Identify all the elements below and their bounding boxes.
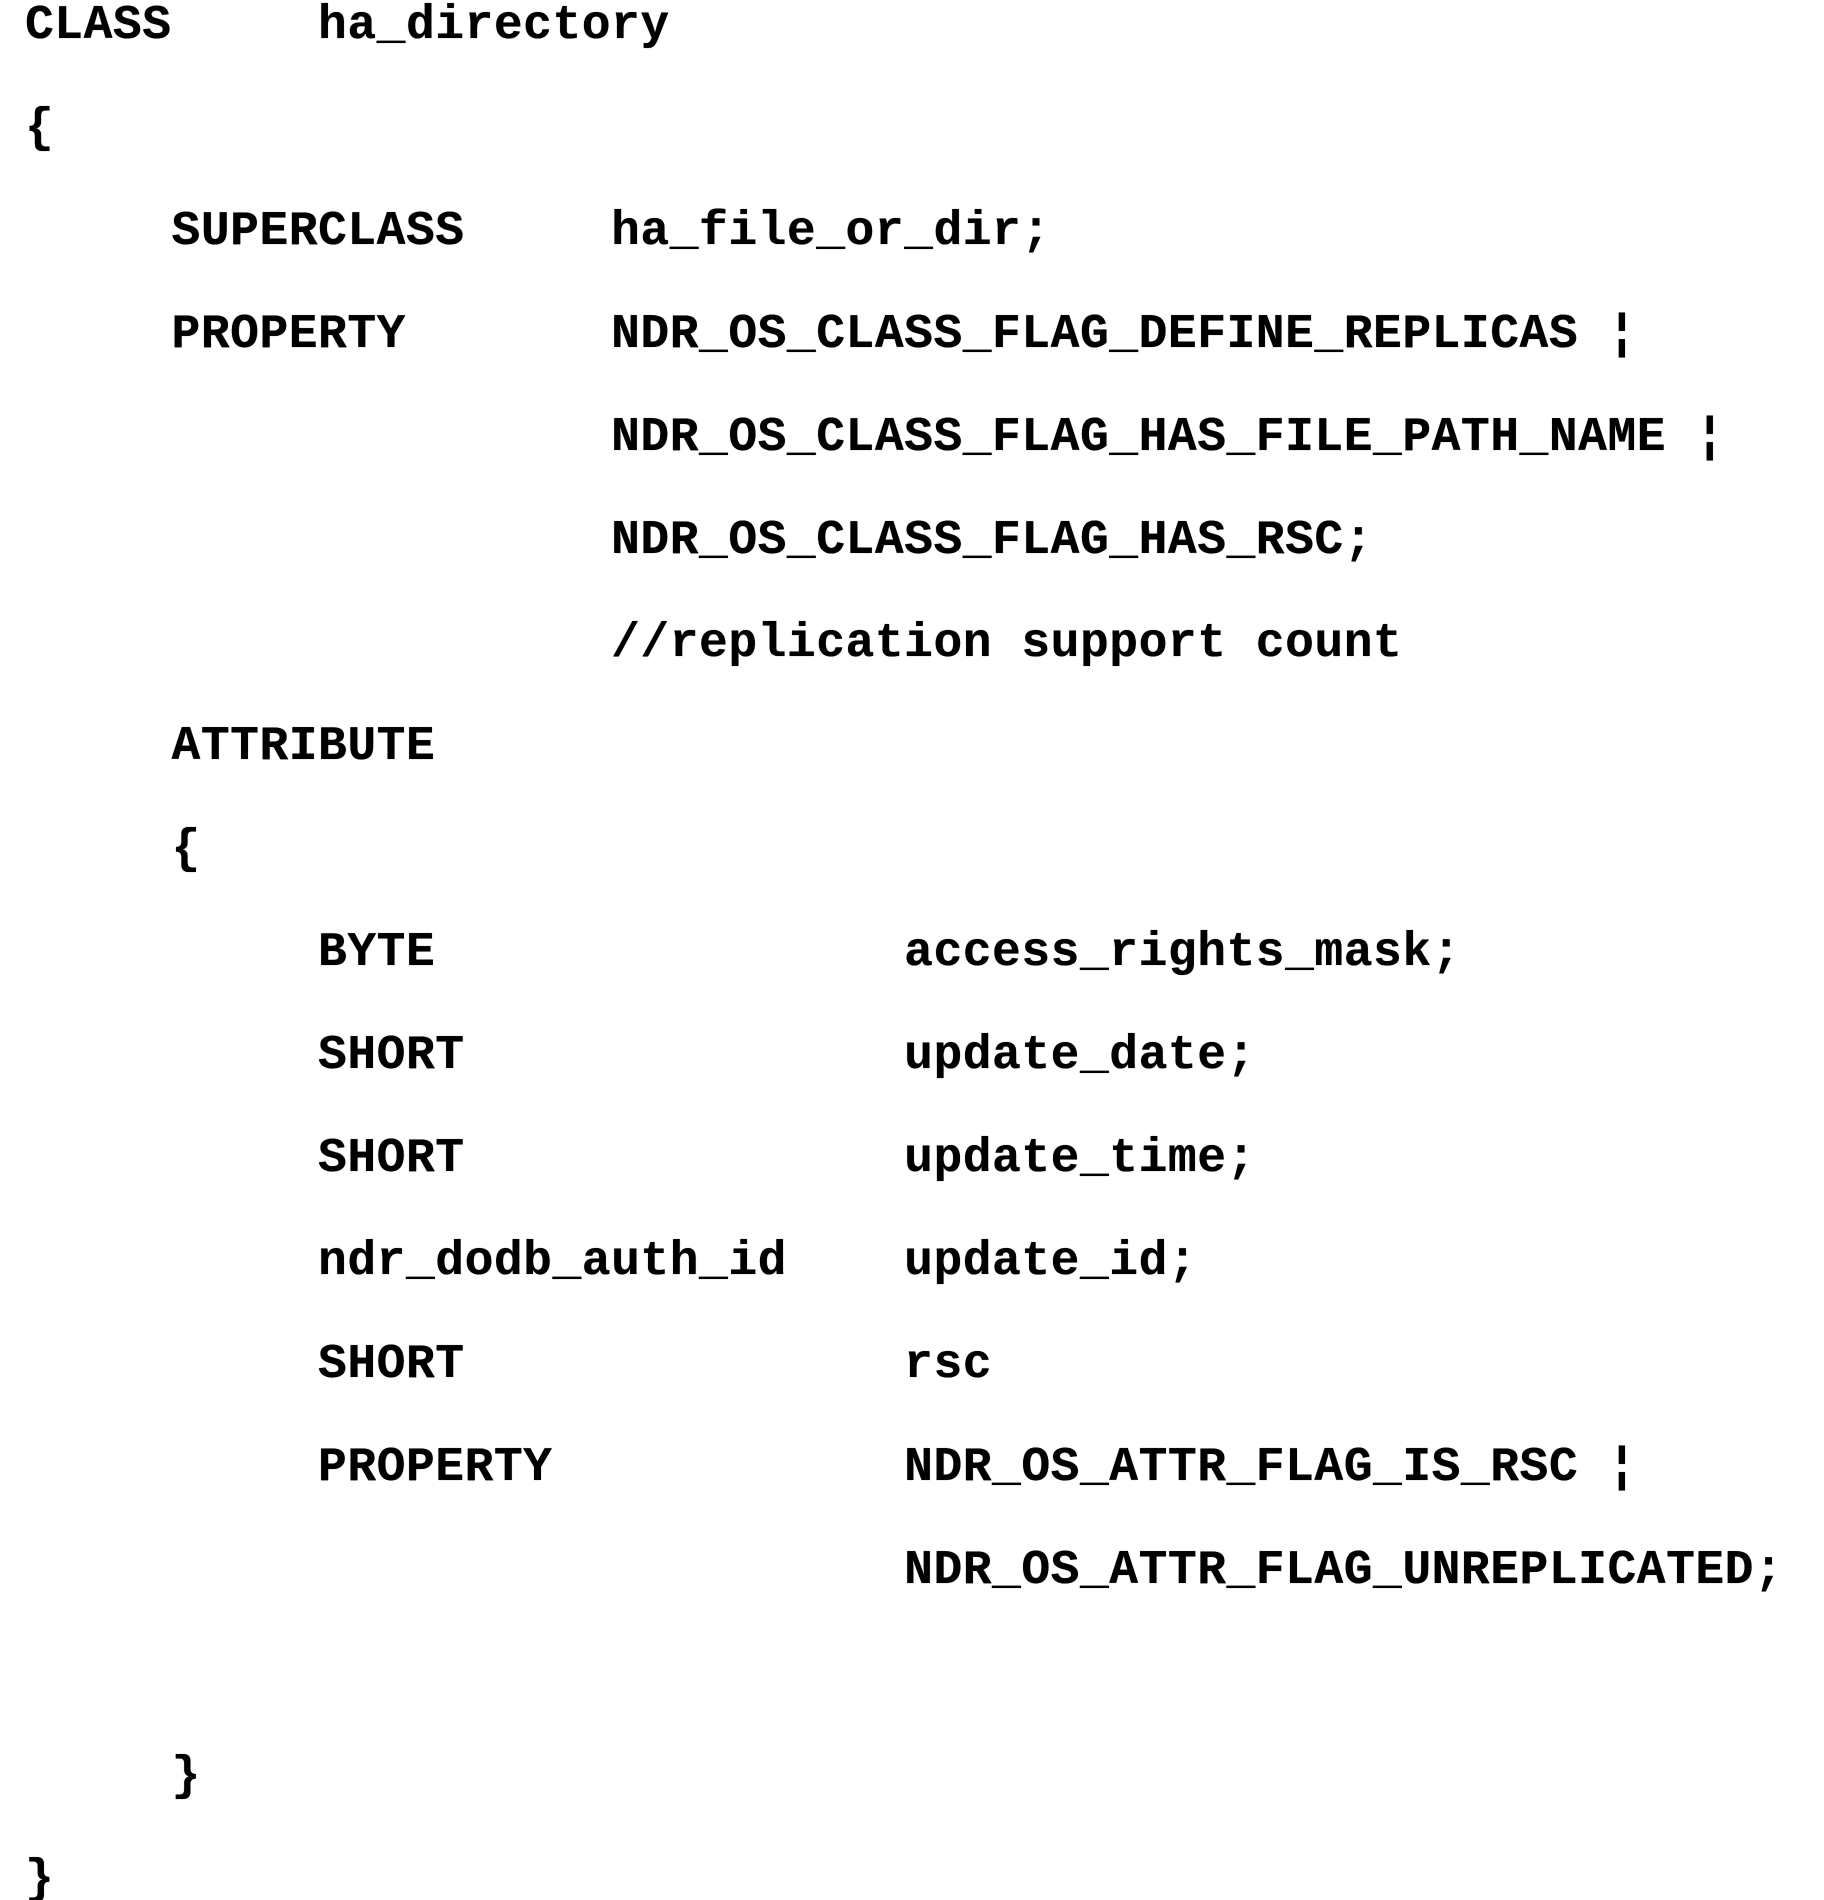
code-line: {	[25, 102, 55, 156]
code-line: CLASS ha_directory	[25, 0, 670, 53]
code-line: SHORT update_date;	[25, 1029, 1256, 1083]
code-line: ndr_dodb_auth_id update_id;	[25, 1235, 1198, 1289]
code-line: SUPERCLASS ha_file_or_dir;	[25, 205, 1051, 259]
document-page: CLASS ha_directory { SUPERCLASS ha_file_…	[25, 1, 1783, 1900]
code-line	[25, 1650, 1824, 1699]
code-line: PROPERTY NDR_OS_ATTR_FLAG_IS_RSC ¦	[25, 1441, 1637, 1495]
code-line: ATTRIBUTE	[25, 720, 436, 774]
code-line: PROPERTY NDR_OS_CLASS_FLAG_DEFINE_REPLIC…	[25, 308, 1637, 362]
code-line: {	[25, 823, 201, 877]
code-line: SHORT update_time;	[25, 1132, 1256, 1186]
code-line: NDR_OS_CLASS_FLAG_HAS_RSC;	[25, 514, 1374, 568]
code-line: NDR_OS_CLASS_FLAG_HAS_FILE_PATH_NAME ¦	[25, 411, 1725, 465]
code-line: SHORT rsc	[25, 1338, 993, 1392]
code-line: }	[25, 1750, 201, 1804]
code-line: //replication support count	[25, 617, 1403, 671]
code-line: NDR_OS_ATTR_FLAG_UNREPLICATED;	[25, 1544, 1784, 1598]
code-line: }	[25, 1853, 55, 1900]
code-line: BYTE access_rights_mask;	[25, 926, 1461, 980]
